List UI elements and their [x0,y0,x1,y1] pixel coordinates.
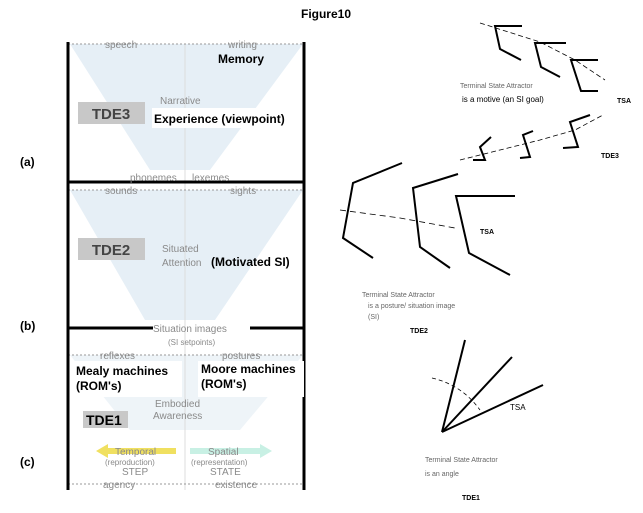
tde1-embodied: Embodied [155,399,200,410]
tde2-tsa: TSA [480,229,494,236]
tde1-attractor-line2: is an angle [425,471,459,478]
tde3-tsa: TSA [617,98,631,105]
tde1-step: STEP [122,467,148,478]
tde1-reflexes: reflexes [100,351,135,362]
tde1-badge: TDE1 [86,412,122,428]
tde1-label: TDE1 [462,495,480,502]
tde1-tsa: TSA [510,403,526,412]
tde1-mealy: Mealy machines [76,364,168,378]
tde3-phonemes: phonemes [130,173,177,184]
tde2-attractor-line2: is a posture/ situation image [368,303,455,310]
tde3-motive-shapes [479,22,606,92]
tde2-setpoints: (SI setpoints) [168,338,215,347]
temporal-arrow-icon [96,444,176,458]
tde2-attractor-line1: Terminal State Attractor [362,292,435,299]
tde2-badge-bg [78,238,145,260]
tde2-motivated: (Motivated SI) [211,255,290,269]
tde2-attention: Attention [162,258,201,269]
tde1-attractor-line1: Terminal State Attractor [425,457,498,464]
tde1-postures: postures [222,351,260,362]
tde3-label: TDE3 [601,153,619,160]
row-label-c: (c) [20,455,35,469]
tde1-awareness: Awareness [153,411,202,422]
row-label-a: (a) [20,155,35,169]
tde1-reproduction: (reproduction) [105,458,155,467]
tde3-badge: TDE3 [92,106,130,123]
tde2-situated: Situated [162,244,199,255]
tde2-sounds: sounds [105,186,137,197]
tde2-situation-images: Situation images [153,324,227,335]
tde2-label: TDE2 [410,328,428,335]
tde1-representation: (representation) [191,458,248,467]
tde3-writing: writing [227,40,257,51]
tde2-sights: sights [230,186,256,197]
tde3-memory: Memory [218,52,264,66]
tde2-badge: TDE2 [92,242,130,259]
figure-title: Figure10 [301,7,351,21]
tde1-badge-bg [83,411,128,428]
frame [66,42,306,490]
spatial-arrow-icon [190,444,272,458]
dashed-guides [68,43,304,485]
tde1-spatial: Spatial [208,447,239,458]
tde1-moore: Moore machines [201,362,296,376]
tde1-angle-shapes [431,339,544,433]
row-label-b: (b) [20,319,35,333]
tde3-badge-bg [78,102,145,124]
tde1-existence: existence [215,480,258,491]
tde1-temporal: Temporal [115,447,156,458]
tde2-funnel [70,190,303,320]
tde1-agency: agency [103,480,135,491]
tde1-state: STATE [210,467,241,478]
tde3-lexemes: lexemes [192,173,229,184]
tde2-attractor-line3: (SI) [368,314,379,321]
tde3-speech: speech [105,40,137,51]
tde3-attractor-line2: is a motive (an SI goal) [462,95,544,104]
tde2-posture-shapes [339,162,515,276]
tde1-moore-sub: (ROM's) [201,377,247,391]
tde3-narrative: Narrative [160,96,201,107]
tde3-attractor-line1: Terminal State Attractor [460,83,533,90]
tde3-zigzags [459,114,604,161]
tde3-experience: Experience (viewpoint) [154,112,285,126]
tde1-mealy-sub: (ROM's) [76,379,122,393]
tde3-funnel [70,44,303,170]
